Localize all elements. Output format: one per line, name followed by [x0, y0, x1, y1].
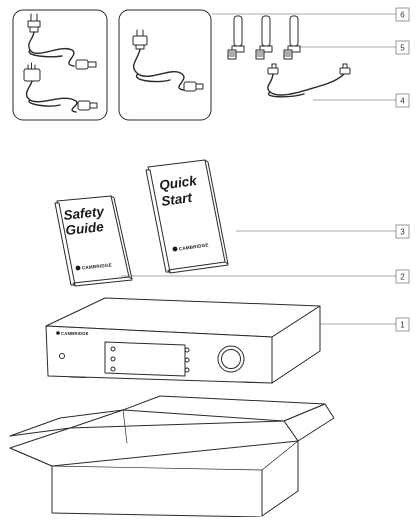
quick-start-title-line2: Start [160, 190, 193, 209]
leader-lines [121, 13, 396, 325]
safety-guide-booklet: Safety Guide CAMBRIDGE [54, 195, 133, 287]
callout-6-label: 6 [400, 11, 405, 20]
callout-1-label: 1 [400, 321, 405, 330]
callout-5-label: 5 [400, 44, 405, 53]
antenna-1 [227, 15, 245, 60]
power-cable-panel-eu-uk [12, 9, 108, 121]
wifi-antennas [227, 15, 301, 60]
safety-guide-title-line1: Safety [63, 204, 106, 223]
safety-guide-title-line2: Guide [65, 219, 105, 238]
callout-4-label: 4 [400, 97, 405, 106]
callout-6: 6 [395, 7, 410, 22]
antenna-2 [255, 15, 273, 60]
aerial-cable [267, 63, 351, 98]
quick-start-title-line1: Quick [158, 173, 199, 193]
front-buttons [110, 346, 190, 373]
callout-2-label: 2 [400, 273, 405, 282]
us-plug-icon [132, 29, 204, 92]
callout-2: 2 [395, 269, 410, 284]
packing-box [9, 395, 335, 518]
quick-start-brand: CAMBRIDGE [178, 242, 209, 251]
callout-1: 1 [395, 317, 410, 332]
safety-guide-brand: CAMBRIDGE [82, 262, 112, 270]
eu-plug-icon [27, 13, 97, 70]
antenna-3 [283, 15, 301, 60]
callout-3-label: 3 [400, 228, 405, 237]
quick-start-booklet: Quick Start CAMBRIDGE [145, 159, 229, 274]
callout-3: 3 [395, 224, 410, 239]
power-cable-panel-us [118, 9, 212, 121]
streamer-unit: CAMBRIDGE [45, 297, 321, 384]
standby-button-icon [59, 353, 65, 359]
cambridge-logo-icon [56, 331, 60, 335]
cambridge-logo-icon [172, 246, 178, 252]
cambridge-logo-icon [75, 265, 81, 271]
volume-knob-icon [217, 345, 245, 373]
unit-brand: CAMBRIDGE [61, 331, 89, 336]
uk-plug-icon [23, 62, 98, 113]
callout-4: 4 [395, 93, 410, 108]
callout-5: 5 [395, 40, 410, 55]
